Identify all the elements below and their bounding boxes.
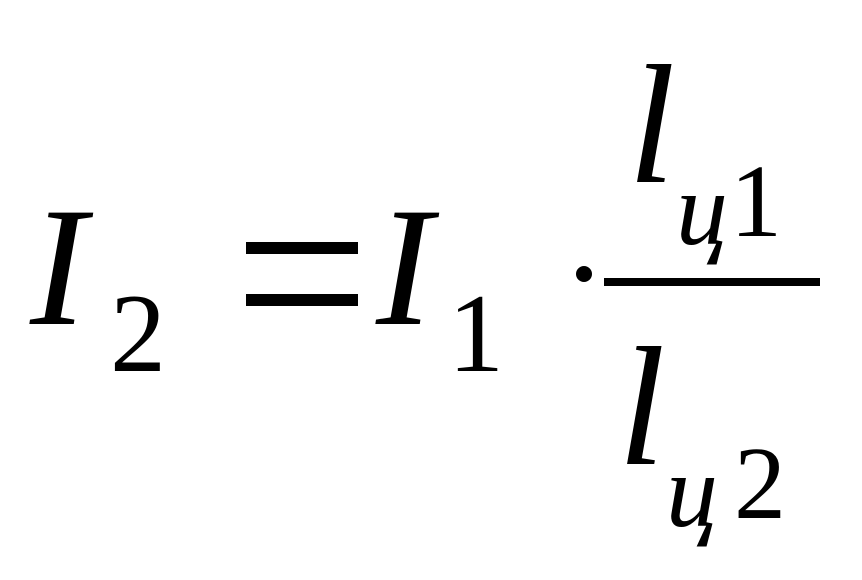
rhs-symbol: I [376, 173, 433, 361]
lhs-symbol: I [30, 173, 87, 361]
fraction-bar [604, 278, 820, 286]
numerator-subscript-index: 1 [730, 144, 782, 259]
denominator-subscript-letter: ц [666, 434, 718, 549]
equals-sign-top-bar [246, 242, 358, 254]
rhs-subscript: 1 [448, 272, 504, 396]
multiplication-dot [576, 266, 592, 282]
numerator-symbol: l [628, 31, 676, 219]
denominator-subscript-index: 2 [734, 426, 786, 541]
denominator-symbol: l [618, 313, 666, 501]
numerator-subscript-letter: ц [676, 152, 728, 267]
equals-sign-bottom-bar [246, 294, 358, 306]
lhs-subscript: 2 [110, 272, 166, 396]
